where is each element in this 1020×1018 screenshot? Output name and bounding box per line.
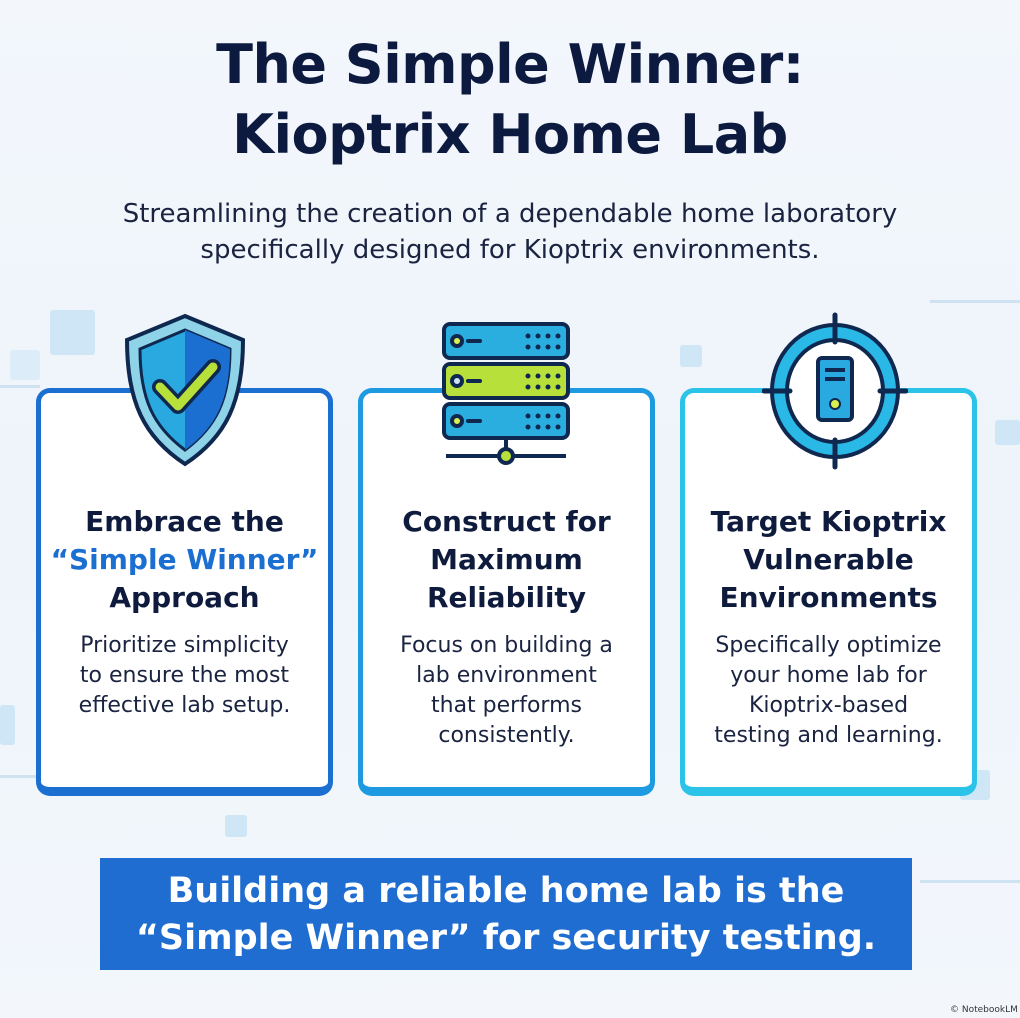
decor-square	[995, 420, 1020, 445]
decor-square	[0, 705, 15, 745]
card-body-line: effective lab setup.	[78, 693, 291, 718]
subtitle-line: specifically designed for Kioptrix envir…	[200, 235, 820, 265]
card-body-line: Focus on building a	[400, 633, 613, 658]
banner-line: “Simple Winner” for security testing.	[135, 918, 877, 958]
card-body-line: consistently.	[438, 723, 575, 748]
card-title-line: Embrace the	[85, 505, 284, 538]
card-title-line: Approach	[109, 581, 260, 614]
shield-check-icon	[124, 313, 246, 467]
card-body-line: Prioritize simplicity	[80, 633, 289, 658]
server-rack-icon	[442, 322, 570, 465]
decor-line	[0, 775, 40, 778]
title-line: The Simple Winner:	[216, 33, 804, 96]
decor-line	[920, 880, 1020, 883]
card-body: Focus on building a lab environment that…	[363, 631, 650, 751]
watermark: © NotebookLM	[950, 1005, 1018, 1015]
card-body: Specifically optimize your home lab for …	[685, 631, 972, 751]
decor-square	[10, 350, 40, 380]
conclusion-banner: Building a reliable home lab is the “Sim…	[100, 858, 912, 970]
card-body-line: that performs	[431, 693, 582, 718]
card-title-line: Target Kioptrix	[710, 505, 947, 538]
card-body-line: Kioptrix-based	[748, 693, 909, 718]
subtitle-line: Streamlining the creation of a dependabl…	[122, 199, 898, 229]
card-body-line: your home lab for	[730, 663, 927, 688]
card-body-line: Specifically optimize	[715, 633, 942, 658]
card-title-line: Maximum	[430, 543, 583, 576]
decor-square	[50, 310, 95, 355]
card-body-line: to ensure the most	[79, 663, 290, 688]
card-title-highlight: “Simple Winner”	[50, 543, 319, 576]
banner-line: Building a reliable home lab is the	[167, 871, 845, 911]
decor-square	[225, 815, 247, 837]
card-title-line: Environments	[719, 581, 938, 614]
subtitle: Streamlining the creation of a dependabl…	[0, 196, 1020, 268]
title-line: Kioptrix Home Lab	[232, 103, 788, 166]
target-computer-icon	[762, 312, 908, 470]
card-body: Prioritize simplicity to ensure the most…	[41, 631, 328, 721]
decor-line	[930, 300, 1020, 303]
card-title-line: Reliability	[426, 581, 587, 614]
decor-square	[680, 345, 702, 367]
card-title: Target Kioptrix Vulnerable Environments	[685, 503, 972, 617]
card-body-line: lab environment	[416, 663, 597, 688]
card-title: Construct for Maximum Reliability	[363, 503, 650, 617]
card-body-line: testing and learning.	[714, 723, 943, 748]
card-title: Embrace the “Simple Winner” Approach	[41, 503, 328, 617]
decor-line	[0, 385, 40, 388]
page-title: The Simple Winner: Kioptrix Home Lab	[0, 30, 1020, 170]
card-title-line: Construct for	[402, 505, 611, 538]
card-title-line: Vulnerable	[743, 543, 914, 576]
